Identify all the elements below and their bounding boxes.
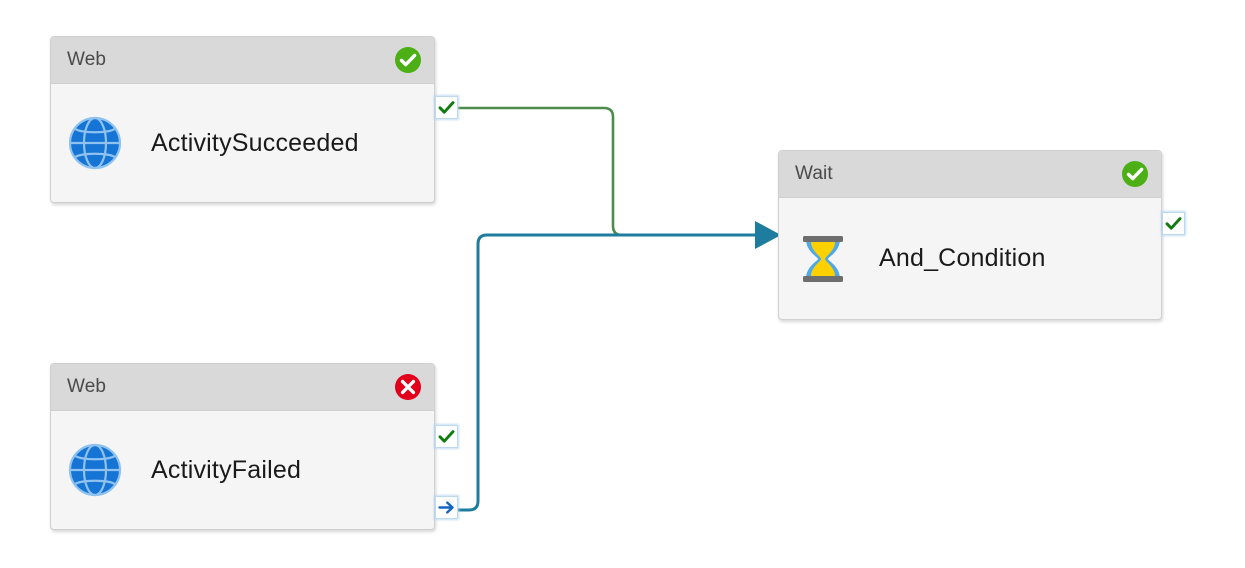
activity-node-header: Web bbox=[51, 364, 434, 411]
hourglass-icon bbox=[803, 235, 843, 282]
red-x-circle-icon bbox=[395, 374, 421, 400]
port-success-output-succeeded[interactable] bbox=[435, 96, 458, 119]
port-success-output-wait[interactable] bbox=[1162, 212, 1185, 235]
activity-type-label: Web bbox=[67, 49, 107, 70]
green-check-icon bbox=[438, 430, 455, 443]
green-check-circle-icon bbox=[395, 47, 421, 73]
green-check-icon bbox=[438, 101, 455, 114]
port-error-output-failed[interactable] bbox=[435, 496, 458, 519]
activity-node-header: Web bbox=[51, 37, 434, 84]
activity-node-web-failed[interactable]: Web ActivityFailed bbox=[50, 363, 435, 530]
activity-node-web-succeeded[interactable]: Web ActivitySucceeded bbox=[50, 36, 435, 203]
globe-icon bbox=[68, 116, 122, 170]
activity-node-header: Wait bbox=[779, 151, 1161, 198]
edge-succeeded-to-wait bbox=[458, 106, 760, 237]
blue-arrow-icon bbox=[438, 501, 454, 514]
activity-name-label: And_Condition bbox=[879, 244, 1046, 272]
activity-node-wait[interactable]: Wait And_Condition bbox=[778, 150, 1162, 320]
activity-name-label: ActivitySucceeded bbox=[151, 128, 359, 157]
activity-type-label: Web bbox=[67, 376, 107, 397]
activity-node-body: And_Condition bbox=[779, 198, 1161, 319]
activity-name-label: ActivityFailed bbox=[151, 455, 302, 484]
globe-icon bbox=[68, 443, 122, 497]
activity-node-body: ActivityFailed bbox=[51, 411, 434, 529]
port-success-output-failed[interactable] bbox=[435, 425, 458, 448]
activity-type-label: Wait bbox=[795, 163, 833, 184]
activity-node-body: ActivitySucceeded bbox=[51, 84, 434, 202]
green-check-icon bbox=[1165, 217, 1182, 230]
green-check-circle-icon bbox=[1122, 161, 1148, 187]
edge-failed-to-wait bbox=[458, 233, 757, 512]
